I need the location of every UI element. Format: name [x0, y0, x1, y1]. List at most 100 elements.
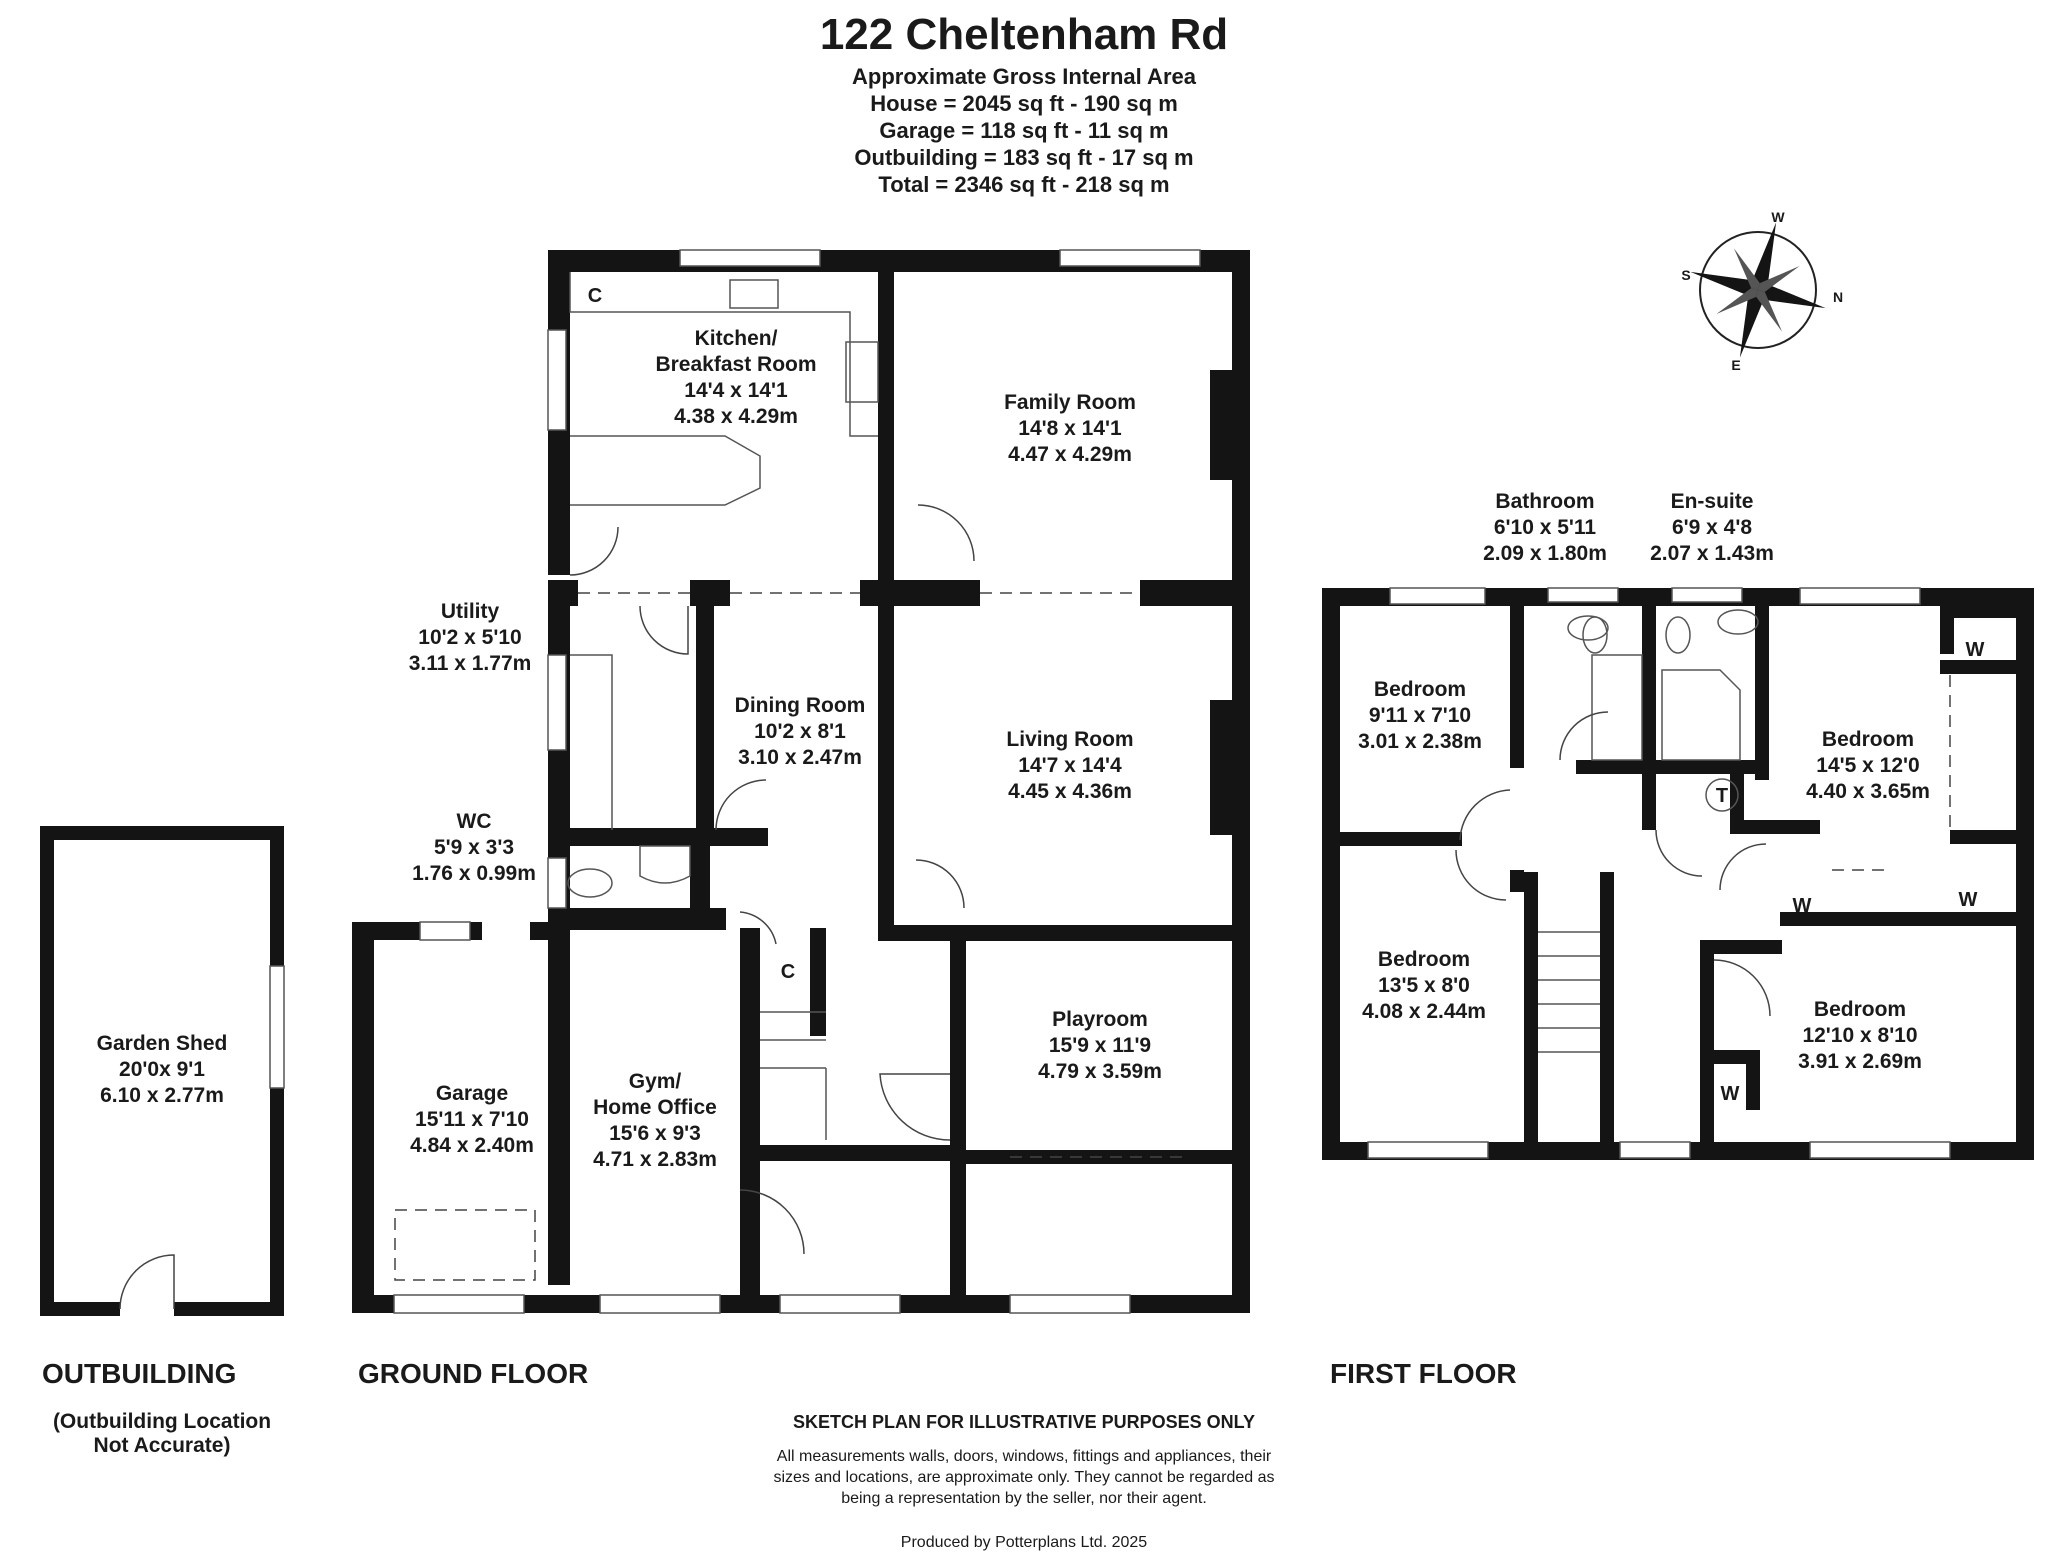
room-gym: Gym/ Home Office 15'6 x 9'3 4.71 x 2.83m [593, 1070, 717, 1171]
svg-text:Family Room: Family Room [1004, 391, 1136, 414]
outbuilding-label: OUTBUILDING [42, 1358, 237, 1389]
svg-text:En-suite: En-suite [1671, 490, 1754, 513]
svg-text:Dining Room: Dining Room [735, 694, 866, 717]
svg-text:2.07 x 1.43m: 2.07 x 1.43m [1650, 542, 1774, 565]
first-floor-plan [1322, 587, 2034, 1160]
svg-text:3.11 x 1.77m: 3.11 x 1.77m [409, 652, 532, 675]
svg-text:14'8 x 14'1: 14'8 x 14'1 [1018, 417, 1122, 440]
svg-text:6.10 x 2.77m: 6.10 x 2.77m [100, 1084, 224, 1107]
svg-text:4.45 x 4.36m: 4.45 x 4.36m [1008, 780, 1132, 803]
svg-text:Garage: Garage [436, 1082, 508, 1105]
svg-text:4.47 x 4.29m: 4.47 x 4.29m [1008, 443, 1132, 466]
svg-text:14'7 x 14'4: 14'7 x 14'4 [1018, 754, 1122, 777]
first-floor-label: FIRST FLOOR [1330, 1358, 1517, 1389]
svg-text:4.40 x 3.65m: 4.40 x 3.65m [1806, 780, 1930, 803]
svg-text:WC: WC [457, 810, 492, 833]
svg-text:5'9 x 3'3: 5'9 x 3'3 [434, 836, 514, 859]
wardrobe-marker: W [1959, 889, 1978, 911]
area-total: Total = 2346 sq ft - 218 sq m [878, 172, 1170, 197]
svg-text:14'4 x 14'1: 14'4 x 14'1 [684, 379, 788, 402]
compass-rose-icon: W S N E [1681, 209, 1843, 373]
room-playroom: Playroom 15'9 x 11'9 4.79 x 3.59m [1038, 1008, 1162, 1083]
svg-text:4.84 x 2.40m: 4.84 x 2.40m [410, 1134, 534, 1157]
svg-text:12'10 x 8'10: 12'10 x 8'10 [1802, 1024, 1917, 1047]
svg-text:3.01 x 2.38m: 3.01 x 2.38m [1358, 730, 1482, 753]
svg-text:Gym/: Gym/ [629, 1070, 682, 1093]
sketch-plan-heading: SKETCH PLAN FOR ILLUSTRATIVE PURPOSES ON… [792, 1412, 1256, 1432]
svg-text:Kitchen/: Kitchen/ [695, 327, 778, 350]
outbuilding-plan [40, 826, 285, 1316]
svg-text:4.38 x 4.29m: 4.38 x 4.29m [674, 405, 798, 428]
svg-text:Bedroom: Bedroom [1378, 948, 1470, 971]
svg-text:2.09 x 1.80m: 2.09 x 1.80m [1483, 542, 1607, 565]
tank-marker: T [1716, 785, 1728, 807]
svg-text:3.10 x 2.47m: 3.10 x 2.47m [738, 746, 862, 769]
cupboard-marker: C [588, 285, 602, 307]
room-kitchen: Kitchen/ Breakfast Room 14'4 x 14'1 4.38… [655, 327, 816, 428]
svg-text:15'9 x 11'9: 15'9 x 11'9 [1049, 1034, 1151, 1057]
room-family: Family Room 14'8 x 14'1 4.47 x 4.29m [1004, 391, 1136, 466]
room-dining: Dining Room 10'2 x 8'1 3.10 x 2.47m [735, 694, 866, 769]
disclaimer-line3: being a representation by the seller, no… [841, 1490, 1207, 1507]
svg-text:3.91 x 2.69m: 3.91 x 2.69m [1798, 1050, 1922, 1073]
page-title: 122 Cheltenham Rd [819, 10, 1229, 59]
wardrobe-marker: W [1721, 1083, 1740, 1105]
wardrobe-marker: W [1966, 639, 1985, 661]
cupboard-marker: C [781, 961, 795, 983]
svg-text:Playroom: Playroom [1052, 1008, 1148, 1031]
room-bedroom-2: Bedroom 14'5 x 12'0 4.40 x 3.65m [1806, 728, 1930, 803]
svg-text:10'2 x 8'1: 10'2 x 8'1 [754, 720, 846, 743]
disclaimer: All measurements walls, doors, windows, … [624, 1446, 1424, 1509]
room-ensuite: En-suite 6'9 x 4'8 2.07 x 1.43m [1650, 490, 1774, 565]
svg-text:14'5 x 12'0: 14'5 x 12'0 [1816, 754, 1919, 777]
room-wc: WC 5'9 x 3'3 1.76 x 0.99m [412, 810, 536, 885]
svg-text:9'11 x 7'10: 9'11 x 7'10 [1369, 704, 1471, 727]
ground-floor-label: GROUND FLOOR [358, 1358, 589, 1389]
outbuilding-note-line2: Not Accurate) [93, 1434, 231, 1457]
svg-text:6'9 x 4'8: 6'9 x 4'8 [1672, 516, 1752, 539]
svg-text:Breakfast Room: Breakfast Room [655, 353, 816, 376]
svg-text:Utility: Utility [441, 600, 500, 623]
room-utility: Utility 10'2 x 5'10 3.11 x 1.77m [409, 600, 532, 675]
svg-text:Bedroom: Bedroom [1814, 998, 1906, 1021]
compass-n: N [1833, 289, 1843, 305]
room-garage: Garage 15'11 x 7'10 4.84 x 2.40m [410, 1082, 534, 1157]
area-heading: Approximate Gross Internal Area [852, 64, 1196, 89]
compass-w: W [1771, 209, 1785, 225]
area-outbuilding: Outbuilding = 183 sq ft - 17 sq m [854, 145, 1194, 170]
outbuilding-note-line1: (Outbuilding Location [52, 1410, 272, 1433]
area-house: House = 2045 sq ft - 190 sq m [870, 91, 1178, 116]
svg-text:4.79 x 3.59m: 4.79 x 3.59m [1038, 1060, 1162, 1083]
svg-text:Home Office: Home Office [593, 1096, 717, 1119]
svg-text:Garden Shed: Garden Shed [97, 1032, 228, 1055]
svg-text:15'11 x 7'10: 15'11 x 7'10 [415, 1108, 529, 1131]
svg-text:10'2 x 5'10: 10'2 x 5'10 [418, 626, 521, 649]
svg-text:Bathroom: Bathroom [1495, 490, 1594, 513]
svg-text:20'0x 9'1: 20'0x 9'1 [119, 1058, 205, 1081]
ground-floor-plan [352, 249, 1250, 1314]
svg-text:Living Room: Living Room [1006, 728, 1133, 751]
svg-text:Bedroom: Bedroom [1374, 678, 1466, 701]
disclaimer-line1: All measurements walls, doors, windows, … [776, 1448, 1272, 1465]
room-bedroom-4: Bedroom 12'10 x 8'10 3.91 x 2.69m [1798, 998, 1922, 1073]
room-living: Living Room 14'7 x 14'4 4.45 x 4.36m [1006, 728, 1133, 803]
svg-text:1.76 x 0.99m: 1.76 x 0.99m [412, 862, 536, 885]
disclaimer-line2: sizes and locations, are approximate onl… [773, 1469, 1275, 1486]
wardrobe-marker: W [1793, 895, 1812, 917]
svg-text:6'10 x 5'11: 6'10 x 5'11 [1494, 516, 1597, 539]
svg-text:13'5 x 8'0: 13'5 x 8'0 [1378, 974, 1470, 997]
svg-text:Bedroom: Bedroom [1822, 728, 1914, 751]
svg-text:4.71 x 2.83m: 4.71 x 2.83m [593, 1148, 717, 1171]
room-bathroom: Bathroom 6'10 x 5'11 2.09 x 1.80m [1483, 490, 1607, 565]
produced-by: Produced by Potterplans Ltd. 2025 [900, 1534, 1148, 1551]
room-bedroom-3: Bedroom 13'5 x 8'0 4.08 x 2.44m [1362, 948, 1486, 1023]
room-shed: Garden Shed 20'0x 9'1 6.10 x 2.77m [97, 1032, 228, 1107]
compass-e: E [1731, 357, 1740, 373]
svg-text:4.08 x 2.44m: 4.08 x 2.44m [1362, 1000, 1486, 1023]
outbuilding-note: (Outbuilding Location Not Accurate) [30, 1410, 294, 1458]
room-bedroom-1: Bedroom 9'11 x 7'10 3.01 x 2.38m [1358, 678, 1482, 753]
compass-s: S [1681, 267, 1690, 283]
area-garage: Garage = 118 sq ft - 11 sq m [879, 118, 1169, 143]
svg-text:15'6 x 9'3: 15'6 x 9'3 [609, 1122, 701, 1145]
